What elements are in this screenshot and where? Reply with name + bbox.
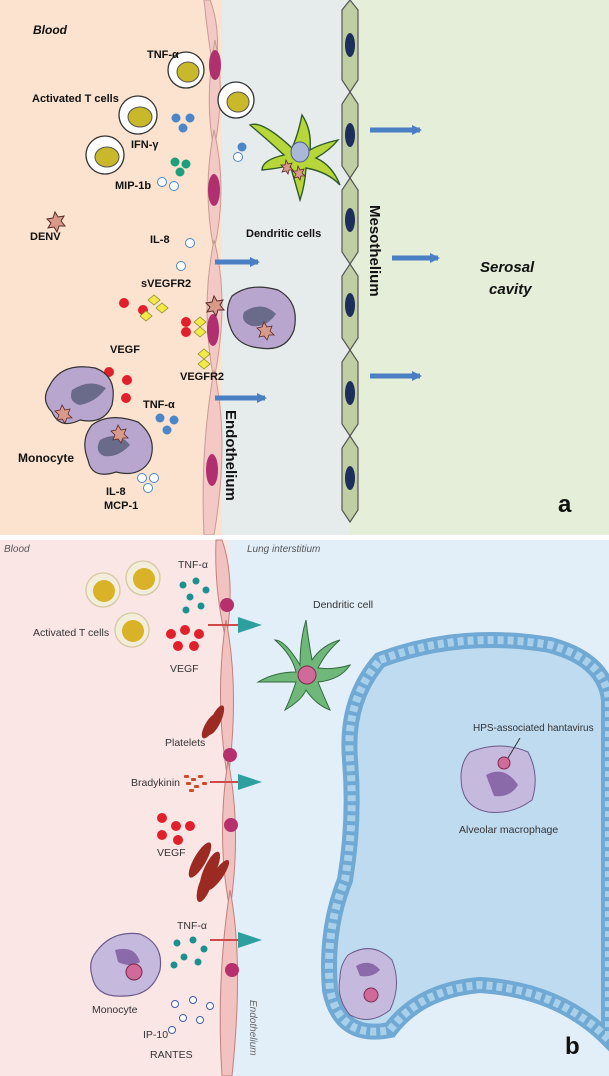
vegfr2-label: VEGFR2 bbox=[180, 371, 225, 383]
serosal-cavity-label-1: Serosal bbox=[480, 259, 535, 276]
panel-divider bbox=[0, 535, 609, 540]
tnf-alpha-label-b1: TNF-α bbox=[178, 559, 208, 571]
alveolar-macrophage bbox=[460, 737, 536, 813]
svegfr2-label: sVEGFR2 bbox=[141, 278, 192, 290]
denv-virions bbox=[45, 210, 226, 318]
monocyte-label-a: Monocyte bbox=[18, 451, 75, 465]
endothelium-label-b: Endothelium bbox=[247, 1000, 258, 1056]
flux-arrows-b bbox=[208, 617, 262, 948]
dendritic-cell-b bbox=[256, 619, 352, 712]
monocyte-b bbox=[90, 932, 162, 997]
tnf-alpha-label-a1: TNF-α bbox=[147, 49, 179, 61]
mcp1-label: MCP-1 bbox=[104, 500, 139, 512]
tnf-alpha-label-b2: TNF-α bbox=[177, 920, 207, 932]
panel-a-blood-label: Blood bbox=[33, 23, 67, 37]
platelets bbox=[188, 705, 230, 903]
panel-a bbox=[0, 0, 609, 536]
vegf-molecules-b bbox=[157, 625, 204, 845]
platelets-label: Platelets bbox=[165, 737, 206, 749]
flux-arrows-a bbox=[215, 125, 440, 403]
il8-label-a1: IL-8 bbox=[150, 234, 170, 246]
alveolus bbox=[321, 632, 609, 1052]
dendritic-cell-label: Dendritic cell bbox=[313, 599, 374, 611]
dendritic-cells-label: Dendritic cells bbox=[246, 228, 322, 240]
rantes-label: RANTES bbox=[150, 1049, 193, 1061]
ifn-gamma-label: IFN-γ bbox=[131, 139, 159, 151]
chemokine-molecules-b bbox=[168, 996, 214, 1034]
tnf-alpha-molecules-a bbox=[155, 113, 247, 435]
panel-a-letter: a bbox=[558, 491, 572, 518]
vegf-label-b1: VEGF bbox=[170, 663, 199, 675]
t-cells-a bbox=[85, 51, 255, 175]
ifn-gamma-molecules bbox=[170, 157, 191, 177]
panel-b-letter: b bbox=[565, 1033, 580, 1060]
alveolar-macrophage-label: Alveolar macrophage bbox=[459, 824, 559, 836]
vegf-label-b2: VEGF bbox=[157, 847, 186, 859]
dendritic-cell-a bbox=[248, 113, 341, 203]
denv-label: DENV bbox=[30, 231, 61, 243]
mip-1b-label: MIP-1b bbox=[115, 180, 152, 192]
vegf-label-a: VEGF bbox=[110, 344, 140, 356]
chemokine-molecules-a bbox=[137, 152, 243, 493]
tnf-alpha-label-a2: TNF-α bbox=[143, 399, 175, 411]
lung-interstitium-label: Lung interstitium bbox=[247, 544, 321, 555]
vegfr2-receptors bbox=[139, 294, 211, 370]
activated-t-cells-label-a: Activated T cells bbox=[32, 93, 119, 105]
endothelium-label-a: Endothelium bbox=[222, 410, 239, 501]
tnf-alpha-molecules-b bbox=[170, 577, 210, 969]
t-cells-b bbox=[85, 560, 161, 648]
endothelium-nuclei-b bbox=[220, 598, 239, 977]
hps-hantavirus-label: HPS-associated hantavirus bbox=[473, 723, 594, 734]
endothelium-layer-b bbox=[215, 539, 239, 1076]
panel-b bbox=[0, 539, 609, 1076]
monocyte-label-b: Monocyte bbox=[92, 1004, 138, 1016]
bradykinin-molecules bbox=[184, 775, 207, 792]
endothelium-nuclei-a bbox=[206, 50, 221, 486]
activated-t-cells-label-b: Activated T cells bbox=[33, 627, 110, 639]
mesothelium-label: Mesothelium bbox=[366, 205, 383, 297]
mesothelium-nuclei bbox=[345, 33, 355, 490]
il8-label-a2: IL-8 bbox=[106, 486, 126, 498]
serosal-cavity-label-2: cavity bbox=[489, 281, 532, 298]
panel-b-blood-label: Blood bbox=[4, 544, 30, 555]
ip10-label: IP-10 bbox=[143, 1029, 169, 1041]
interstitium-region-a bbox=[222, 0, 350, 535]
monocytes-a bbox=[44, 286, 296, 475]
serosal-cavity-region bbox=[350, 0, 609, 535]
bradykinin-label: Bradykinin bbox=[131, 777, 181, 789]
interstitial-macrophage bbox=[338, 948, 397, 1020]
